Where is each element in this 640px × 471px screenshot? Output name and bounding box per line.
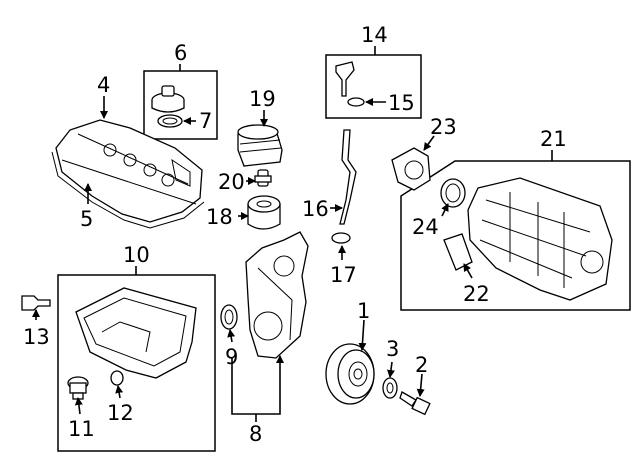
callout-labels: 1 2 3 4 5 6 7 8 9 10 11 12 13 14 15 16 1…	[23, 23, 567, 446]
oil-cooler	[237, 124, 283, 167]
callout-14: 14	[361, 23, 388, 47]
oil-filter	[247, 195, 281, 230]
drain-plug	[67, 376, 89, 400]
callout-6: 6	[174, 41, 187, 65]
drain-washer	[110, 370, 124, 386]
callout-11: 11	[68, 417, 95, 441]
callout-12: 12	[107, 401, 134, 425]
callout-16: 16	[302, 197, 329, 221]
callout-22: 22	[463, 282, 490, 306]
callout-1: 1	[357, 299, 370, 323]
manifold-gasket	[440, 178, 466, 208]
crankshaft-pulley	[325, 343, 375, 405]
intake-manifold	[467, 177, 613, 301]
oil-pressure-sensor	[254, 169, 272, 187]
callout-2: 2	[415, 353, 428, 377]
cover-seal	[220, 304, 238, 330]
callout-4: 4	[97, 73, 110, 97]
callout-19: 19	[249, 87, 276, 111]
intake-gasket	[443, 233, 473, 271]
callout-17: 17	[330, 263, 357, 287]
callout-13: 13	[23, 325, 50, 349]
dipstick-o-ring	[347, 97, 365, 107]
cap-seal	[157, 114, 183, 128]
leader-lines	[32, 46, 553, 422]
dipstick	[339, 129, 357, 225]
callout-9: 9	[225, 345, 238, 369]
group-box-14	[325, 54, 422, 119]
callout-8: 8	[249, 422, 262, 446]
valve-cover-gasket	[51, 151, 205, 229]
callout-15: 15	[388, 91, 415, 115]
callout-7: 7	[199, 109, 212, 133]
oil-level-sensor	[21, 295, 51, 311]
callout-24: 24	[412, 215, 439, 239]
group-box-21	[400, 160, 631, 311]
callout-21: 21	[540, 127, 567, 151]
pulley-bolt	[399, 391, 431, 416]
callout-3: 3	[386, 337, 399, 361]
valve-cover	[55, 119, 203, 223]
callout-23: 23	[430, 115, 457, 139]
pulley-washer	[382, 377, 398, 399]
dipstick-handle	[335, 61, 355, 97]
callout-18: 18	[206, 205, 233, 229]
dipstick-tube-seal	[331, 232, 351, 244]
timing-cover	[245, 231, 309, 359]
oil-pan	[75, 287, 197, 379]
callout-20: 20	[218, 170, 245, 194]
callout-10: 10	[123, 243, 150, 267]
callout-5: 5	[80, 207, 93, 231]
throttle-body	[391, 147, 431, 191]
oil-filler-cap	[151, 85, 185, 113]
